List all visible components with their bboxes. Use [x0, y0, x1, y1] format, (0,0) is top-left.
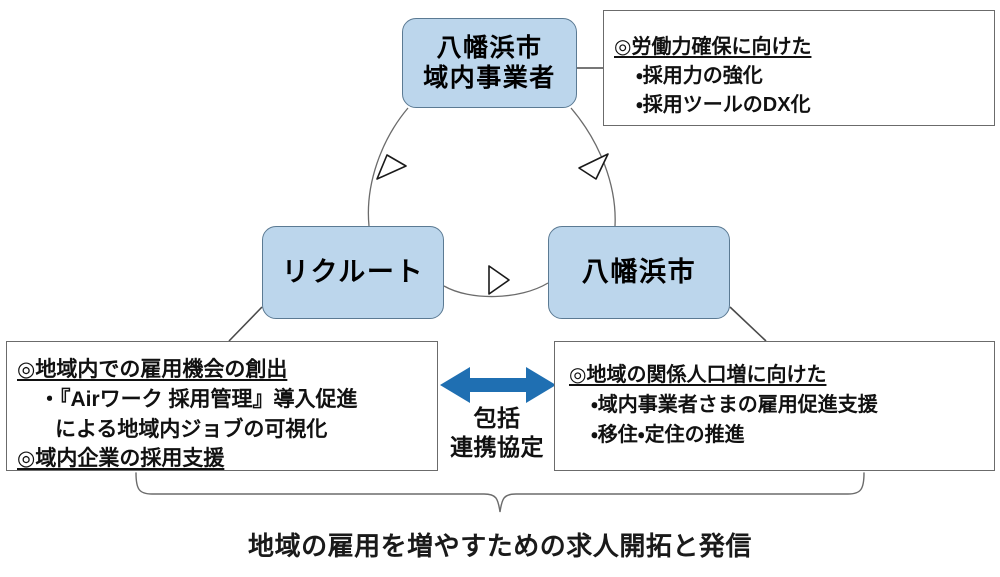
- connector-city-to-detail: [729, 306, 767, 342]
- agreement-label-line2: 連携協定: [450, 433, 544, 460]
- node-yawatahama-city[interactable]: 八幡浜市: [548, 226, 730, 319]
- detail-recruit-heading-1: ◎地域内での雇用機会の創出: [17, 358, 288, 381]
- detail-city-heading: ◎地域の関係人口増に向けた: [569, 364, 827, 386]
- cycle-arrowhead-bottom: [488, 265, 510, 295]
- connector-recruit-to-detail: [228, 306, 263, 342]
- cycle-arc-bottom: [443, 282, 549, 298]
- detail-box-businesses: ◎労働力確保に向けた ・採用力の強化 ・採用ツールのDX化: [603, 10, 995, 126]
- detail-city-bullet-2: ・移住・定住の推進: [591, 424, 745, 446]
- node-recruit-line1: リクルート: [281, 257, 425, 288]
- detail-recruit-bullet-1: ・『Airワーク 採用管理』導入促進: [39, 387, 358, 411]
- agreement-double-arrow: [440, 367, 556, 403]
- cycle-arrowhead-right: [578, 153, 609, 180]
- detail-businesses-bullet-1: ・採用力の強化: [636, 65, 763, 87]
- node-recruit[interactable]: リクルート: [262, 226, 444, 319]
- bottom-caption: 地域の雇用を増やすための求人開拓と発信: [248, 531, 752, 561]
- node-city-line1: 八幡浜市: [581, 257, 697, 288]
- detail-businesses-bullet-2: ・採用ツールのDX化: [636, 94, 811, 116]
- cycle-arc-left: [367, 107, 409, 227]
- agreement-label: 包括 連携協定: [442, 404, 552, 462]
- detail-box-city: ◎地域の関係人口増に向けた ・域内事業者さまの雇用促進支援 ・移住・定住の推進: [554, 341, 995, 471]
- cycle-arrowhead-left: [376, 154, 407, 180]
- node-businesses-line2: 域内事業者: [423, 64, 556, 92]
- detail-box-recruit: ◎地域内での雇用機会の創出 ・『Airワーク 採用管理』導入促進 による地域内ジ…: [6, 341, 438, 471]
- detail-city-bullet-1: ・域内事業者さまの雇用促進支援: [591, 394, 878, 416]
- detail-recruit-heading-2: ◎域内企業の採用支援: [17, 447, 225, 471]
- agreement-label-line1: 包括: [473, 405, 521, 431]
- node-yawatahama-businesses[interactable]: 八幡浜市 域内事業者: [402, 18, 577, 108]
- bottom-brace: [135, 472, 865, 513]
- detail-recruit-bullet-1-continued: による地域内ジョブの可視化: [55, 417, 328, 441]
- node-businesses-line1: 八幡浜市: [436, 33, 543, 62]
- detail-businesses-heading: ◎労働力確保に向けた: [614, 36, 812, 58]
